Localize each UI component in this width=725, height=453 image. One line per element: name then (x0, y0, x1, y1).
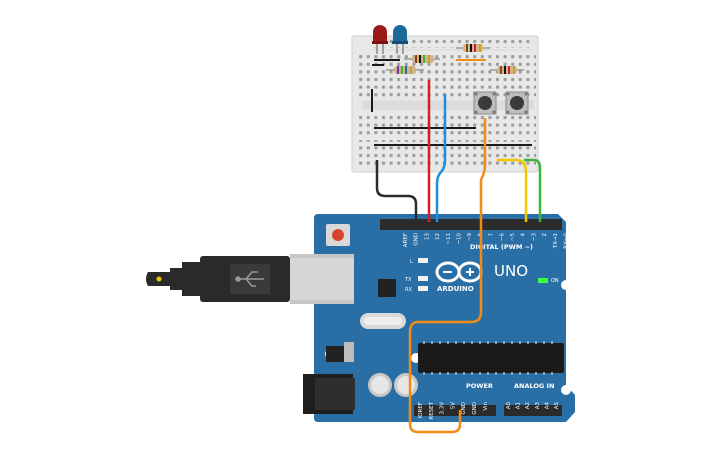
pin-label: 4 (521, 233, 527, 237)
power-pin-labels: IOREF RESET 3.3V 5V GND GND Vin (418, 401, 489, 419)
usb-connector[interactable] (146, 254, 354, 304)
board-model: UNO (494, 262, 528, 280)
wire-gnd (375, 160, 418, 222)
arduino-board: UNO ARDUINO DIGITAL (PWM ~) POWER ANALOG… (314, 214, 575, 422)
pin-label: TX→1 (553, 233, 559, 249)
wire-5v (408, 130, 487, 434)
pin-label: ~3 (531, 233, 537, 242)
pin-label: RX←0 (564, 233, 570, 249)
led-red[interactable] (372, 25, 388, 54)
resistor-4[interactable] (490, 66, 524, 74)
pin-label: ~9 (467, 233, 473, 242)
pin-label: A1 (516, 402, 522, 409)
pin-label: 12 (435, 233, 441, 240)
usb-icon (235, 271, 264, 287)
pin-label: RESET (429, 401, 435, 419)
pushbutton-1[interactable] (473, 91, 497, 115)
tx-led-label: TX (404, 277, 412, 283)
pin-label: ~6 (499, 233, 505, 242)
pushbutton-2[interactable] (505, 91, 529, 115)
wire-pin-12 (435, 125, 447, 222)
pin-label: AREF (403, 233, 409, 247)
on-label: ON (551, 278, 559, 284)
pin-label: A2 (525, 402, 531, 409)
resistor-3[interactable] (386, 66, 424, 74)
pin-label: Vin (483, 401, 489, 410)
pin-label: 5V (450, 402, 456, 409)
dc-power-jack[interactable] (303, 374, 355, 414)
board-brand: ARDUINO (437, 285, 474, 293)
pin-label: 7 (489, 233, 495, 237)
pin-label: ~11 (446, 233, 452, 245)
pin-label: GND (472, 402, 478, 415)
pin-label: A5 (554, 402, 560, 410)
pin-label: GND (414, 233, 420, 246)
l-led-label: L (410, 259, 413, 265)
pin-label: A0 (506, 402, 512, 410)
pin-label: ~5 (510, 233, 516, 242)
pin-label: ~10 (457, 233, 463, 245)
led-blue[interactable] (392, 25, 408, 54)
pin-label: A4 (544, 402, 550, 410)
pin-label: GND (461, 402, 467, 415)
pin-label: 2 (542, 233, 548, 237)
pin-label: 13 (424, 233, 430, 240)
pin-label: IOREF (418, 402, 424, 418)
rx-led-label: RX (405, 287, 412, 293)
pin-label: A3 (535, 402, 541, 410)
wire-pin-2 (524, 158, 542, 222)
power-header-label: POWER (466, 382, 493, 390)
resistor-2[interactable] (404, 55, 440, 63)
resistor-1[interactable] (456, 44, 490, 52)
analog-header-label: ANALOG IN (514, 382, 554, 390)
pin-label: 3.3V (440, 402, 446, 415)
wire-pin-3 (497, 158, 528, 222)
digital-header-label: DIGITAL (PWM ~) (470, 243, 533, 251)
